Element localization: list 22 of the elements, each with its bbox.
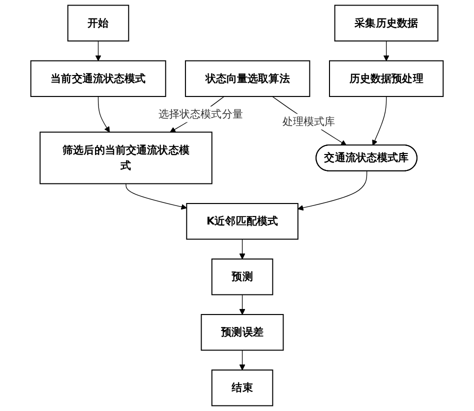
arrow xyxy=(298,170,368,211)
arrow xyxy=(272,96,347,146)
node-box: 筛选后的当前交通流状态模式 xyxy=(40,132,212,184)
node-box: 当前交通流状态模式 xyxy=(30,60,166,97)
node-box: 历史数据预处理 xyxy=(329,60,444,97)
edge-label: 处理模式库 xyxy=(282,115,336,128)
arrow xyxy=(239,294,246,315)
arrow xyxy=(383,40,390,62)
arrow xyxy=(95,40,102,62)
node-box: 预测 xyxy=(211,258,274,296)
node-box: K近邻匹配模式 xyxy=(186,203,298,240)
arrow xyxy=(372,96,387,146)
arrow xyxy=(239,238,246,260)
edge-label: 选择状态模式分量 xyxy=(158,108,243,120)
node-box: 结束 xyxy=(211,370,274,406)
node-box: 开始 xyxy=(67,4,130,42)
node-box: 采集历史数据 xyxy=(334,4,438,42)
arrow xyxy=(98,96,110,132)
arrow xyxy=(239,350,246,370)
node-box: 预测误差 xyxy=(200,314,284,351)
node-box: 状态向量选取算法 xyxy=(184,60,310,97)
arrow xyxy=(126,183,187,210)
